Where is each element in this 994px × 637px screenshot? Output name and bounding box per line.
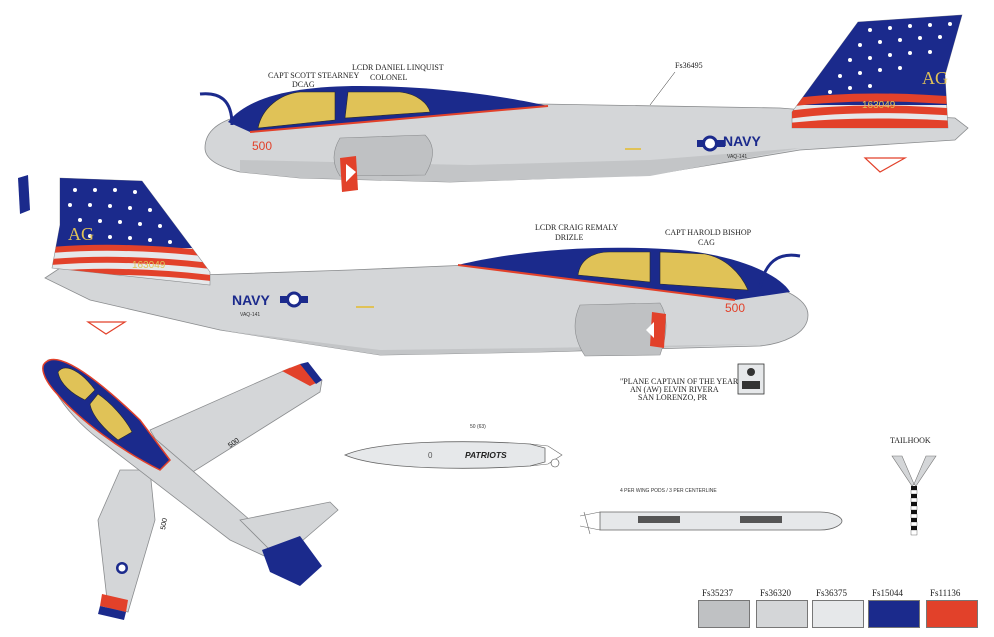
bottom-bureau-number: 163049 — [132, 260, 166, 271]
bottom-canopy-glass-front — [659, 251, 749, 291]
plan-stabilizer — [239, 501, 339, 561]
bottom-pilot-name: CAPT HAROLD BISHOP — [665, 228, 752, 237]
top-navy: NAVY — [723, 133, 762, 149]
swatch-label-3: Fs36375 — [816, 588, 848, 598]
bottom-intake — [574, 302, 667, 357]
pod-callout: 50 (63) — [470, 424, 486, 430]
plan-canopy-front — [57, 367, 96, 401]
swatch-fs11136 — [926, 600, 978, 628]
plan-modex-2: 500 — [160, 518, 169, 531]
top-intake — [333, 134, 433, 177]
top-pilot-name: CAPT SCOTT STEARNEY — [268, 71, 359, 80]
patriots-pod: 0 PATRIOTS 50 (63) — [343, 424, 563, 469]
plan-view: 500 500 — [42, 358, 339, 620]
top-tail-letters: AG — [922, 68, 948, 88]
plan-wing-left — [97, 469, 156, 613]
top-side-profile: AG 163049 500 NAVY VAQ-141 — [199, 14, 969, 192]
top-crew-name: LCDR DANIEL LINQUIST — [352, 63, 444, 72]
plane-captain-line3: SAN LORENZO, PR — [638, 393, 708, 402]
bottom-tail-letters: AG — [68, 224, 94, 244]
top-canopy-glass-rear — [344, 91, 431, 119]
tank-caption: 4 PER WING PODS / 3 PER CENTERLINE — [620, 488, 717, 494]
bottom-navy: NAVY — [232, 292, 271, 308]
swatch-fs35237 — [698, 600, 750, 628]
tailhook-label: TAILHOOK — [890, 436, 931, 445]
bottom-side-profile: AG 163049 500 NAVY VAQ-141 — [44, 177, 809, 357]
bottom-squadron: VAQ-141 — [240, 312, 260, 318]
top-crew-title: COLONEL — [370, 73, 407, 82]
swatch-label-1: Fs35237 — [702, 588, 734, 598]
ejection-seat-decal — [737, 363, 765, 395]
top-canopy-glass-front — [257, 91, 336, 129]
swatch-fs36375 — [812, 600, 864, 628]
top-bureau-number: 163049 — [862, 100, 896, 111]
plane-captain-line2: AN (AW) ELVIN RIVERA — [630, 385, 719, 394]
plane-captain-line1: "PLANE CAPTAIN OF THE YEAR" — [620, 377, 741, 386]
top-pilot-title: DCAG — [292, 80, 315, 89]
top-roundel — [697, 135, 725, 152]
swatch-fs36320 — [756, 600, 808, 628]
plan-canopy-rear — [89, 393, 133, 441]
pod-zero: 0 — [428, 451, 433, 460]
swatch-label-5: Fs11136 — [930, 588, 961, 598]
bottom-roundel — [280, 291, 308, 308]
bottom-pilot-title: CAG — [698, 238, 715, 247]
top-fs-callout: Fs36495 — [675, 61, 703, 70]
loose-decal-top — [18, 175, 30, 214]
swatch-label-2: Fs36320 — [760, 588, 792, 598]
top-modex: 500 — [252, 139, 272, 153]
swatch-label-4: Fs15044 — [872, 588, 904, 598]
fuel-tank: 4 PER WING PODS / 3 PER CENTERLINE — [579, 488, 843, 535]
bottom-crew-title: DRIZLE — [555, 233, 584, 242]
bottom-canopy-glass-rear — [577, 251, 651, 283]
plan-roundel — [116, 562, 128, 574]
swatch-fs15044 — [868, 600, 920, 628]
top-squadron: VAQ-141 — [727, 154, 747, 160]
bottom-modex: 500 — [725, 301, 745, 315]
bottom-refuel-probe — [758, 253, 801, 289]
top-refuel-probe — [199, 92, 234, 126]
bottom-crew-name: LCDR CRAIG REMALY — [535, 223, 618, 232]
pod-label: PATRIOTS — [465, 450, 507, 460]
tailhook-diagram: TAILHOOK — [890, 436, 937, 536]
